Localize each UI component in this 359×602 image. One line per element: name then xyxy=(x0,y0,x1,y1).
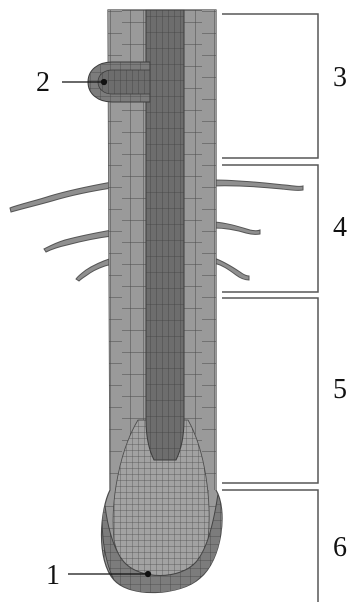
label-2: 2 xyxy=(36,67,50,98)
label-1: 1 xyxy=(46,560,60,591)
root-hair-right-1 xyxy=(212,180,303,190)
root-hair-right-3 xyxy=(214,258,249,280)
label-6: 6 xyxy=(333,532,347,563)
root-hair-left-2 xyxy=(44,230,112,252)
zone-brackets xyxy=(222,14,318,602)
cortex-outer-right xyxy=(202,10,216,490)
pointer-dot-1 xyxy=(146,572,151,577)
root-hair-left-3 xyxy=(76,258,112,281)
bracket-zone-3 xyxy=(222,14,318,158)
label-3: 3 xyxy=(333,62,347,93)
label-4: 4 xyxy=(333,212,347,243)
bracket-zone-6 xyxy=(222,490,318,602)
pointer-dot-2 xyxy=(102,80,107,85)
vascular-stele xyxy=(146,10,184,460)
root-hair-right-2 xyxy=(214,222,260,234)
label-5: 5 xyxy=(333,374,347,405)
root-hair-left-1 xyxy=(10,182,112,212)
bracket-zone-5 xyxy=(222,298,318,483)
